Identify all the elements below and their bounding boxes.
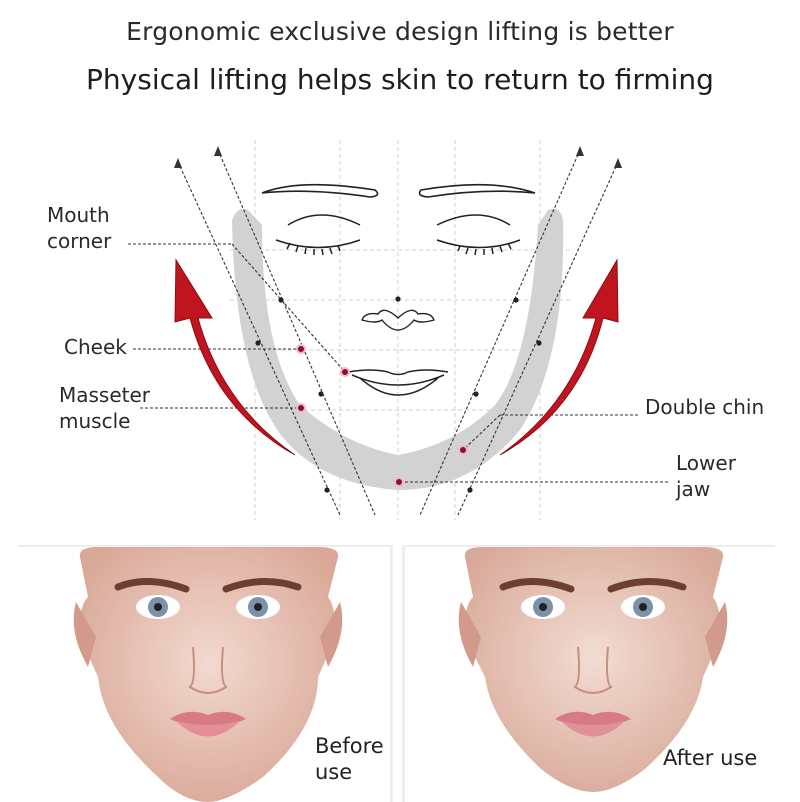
label-lower-jaw-line1: Lower (676, 451, 736, 475)
label-mouth-corner: Mouth corner (47, 202, 111, 254)
left-lift-arrow (174, 258, 296, 456)
lifting-band (232, 208, 564, 490)
target-points (296, 344, 468, 487)
label-lower-jaw: Lower jaw (676, 450, 736, 502)
label-lower-jaw-line2: jaw (676, 477, 711, 501)
reference-points (255, 296, 542, 493)
face-photo-after (458, 547, 728, 792)
arrowheads (174, 146, 622, 168)
eyebrows (261, 183, 536, 198)
before-caption-line2: use (315, 760, 353, 784)
headline-1: Ergonomic exclusive design lifting is be… (126, 17, 674, 46)
before-caption-line1: Before (315, 734, 384, 758)
closed-eyes (275, 214, 521, 256)
right-lift-arrow (499, 258, 619, 456)
headline-2: Physical lifting helps skin to return to… (86, 63, 714, 96)
label-cheek: Cheek (64, 335, 127, 359)
before-photo-panel: Before use (18, 545, 393, 802)
after-photo-panel: After use (402, 545, 775, 802)
label-mouth-corner-line2: corner (47, 229, 112, 253)
label-masseter-muscle: Masseter muscle (59, 382, 150, 434)
face-photo-before (73, 547, 343, 802)
before-use-caption: Before use (315, 733, 384, 785)
face-lifting-illustration (128, 140, 670, 520)
nose (361, 309, 435, 331)
label-mouth-corner-line1: Mouth (47, 203, 110, 227)
label-double-chin: Double chin (645, 395, 765, 419)
face-diagram: Mouth corner Cheek Masseter muscle Doubl… (0, 120, 800, 540)
label-masseter-line2: muscle (59, 409, 131, 433)
before-after-comparison: Before use After use (0, 545, 800, 802)
after-use-caption: After use (663, 746, 758, 770)
mouth (347, 369, 449, 396)
direction-lines (128, 149, 670, 516)
label-masseter-line1: Masseter (59, 383, 151, 407)
